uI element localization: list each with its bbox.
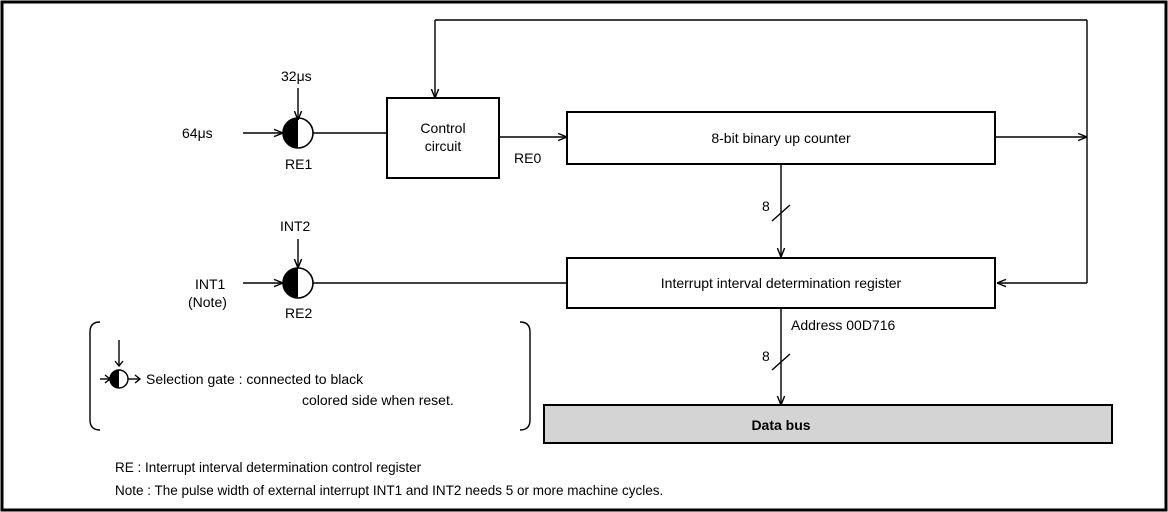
int1-note-label: (Note)	[188, 294, 227, 310]
interrupt-interval-register-label: Interrupt interval determination registe…	[661, 275, 902, 291]
binary-up-counter-block	[566, 111, 996, 165]
clock-32-label: 32μs	[281, 68, 312, 84]
legend-text-line1: Selection gate : connected to black	[146, 371, 364, 387]
re-definition-note: RE : Interrupt interval determination co…	[115, 460, 422, 475]
int2-label: INT2	[280, 218, 311, 234]
binary-up-counter-label: 8-bit binary up counter	[711, 130, 851, 146]
control-circuit-label-line1: Control	[420, 120, 465, 136]
control-circuit-label-line2: circuit	[425, 138, 462, 154]
selection-gate-re1	[282, 117, 314, 149]
int1-label: INT1	[195, 276, 226, 292]
re1-label: RE1	[285, 156, 312, 172]
legend-selection-gate-icon	[100, 340, 142, 389]
re2-label: RE2	[285, 305, 312, 321]
control-circuit-block	[386, 97, 500, 179]
data-bus-block	[543, 404, 1113, 444]
interrupt-interval-register-block	[566, 257, 996, 309]
register-address-label: Address 00D716	[791, 317, 896, 333]
selection-gate-re2	[282, 267, 314, 299]
legend-bracket-left	[89, 321, 101, 431]
re0-label: RE0	[514, 150, 541, 166]
legend-bracket-right	[519, 321, 531, 431]
pulse-width-note: Note : The pulse width of external inter…	[115, 483, 663, 498]
data-bus-label: Data bus	[751, 417, 810, 433]
bus-width-upper: 8	[762, 198, 770, 214]
legend-text-line2: colored side when reset.	[302, 392, 454, 408]
clock-64-label: 64μs	[182, 125, 213, 141]
bus-width-lower: 8	[762, 348, 770, 364]
